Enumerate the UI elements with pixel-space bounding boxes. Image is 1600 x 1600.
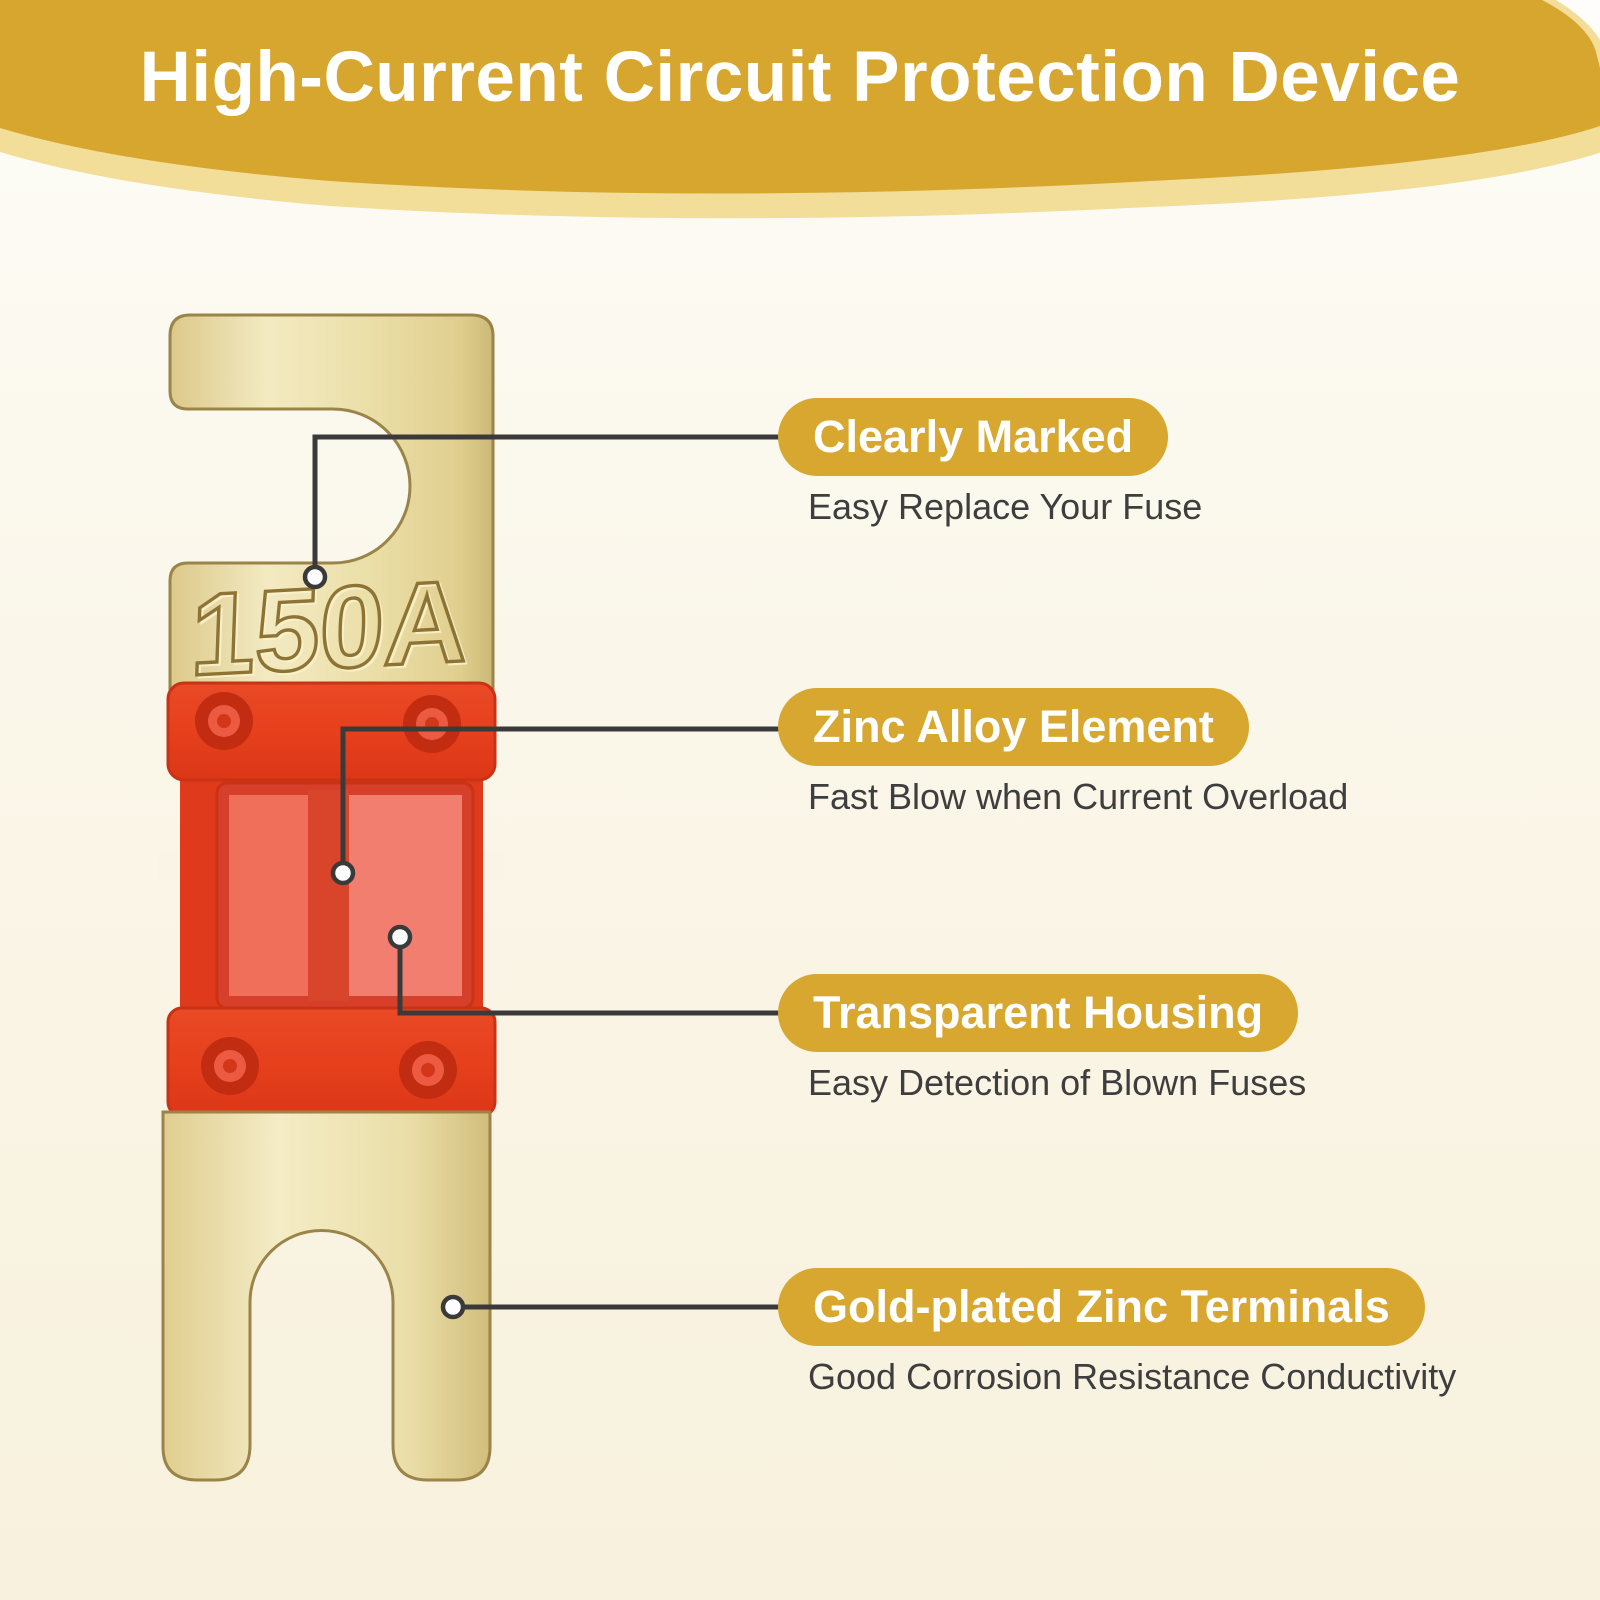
callout-description: Good Corrosion Resistance Conductivity xyxy=(808,1356,1457,1397)
callout-pill: Clearly Marked xyxy=(778,398,1169,476)
housing-left-notch-lower xyxy=(158,936,180,991)
callout-gold-plated-terminals: Gold-plated Zinc Terminals Good Corrosio… xyxy=(778,1268,1456,1399)
callout-transparent-housing: Transparent Housing Easy Detection of Bl… xyxy=(778,974,1306,1105)
fuse-top-terminal xyxy=(168,313,495,702)
callout-clearly-marked: Clearly Marked Easy Replace Your Fuse xyxy=(778,398,1202,529)
connector-transparent-housing xyxy=(397,937,781,1016)
housing-right-notch-lower xyxy=(483,936,505,991)
callout-description: Fast Blow when Current Overload xyxy=(808,776,1349,817)
callout-label: Gold-plated Zinc Terminals xyxy=(813,1281,1390,1332)
callout-pill: Zinc Alloy Element xyxy=(778,688,1249,766)
callout-pill: Gold-plated Zinc Terminals xyxy=(778,1268,1425,1346)
fuse-red-housing xyxy=(158,681,505,1118)
housing-left-notch-upper xyxy=(158,853,180,879)
callout-label: Transparent Housing xyxy=(813,987,1264,1038)
fuse-rating-marking: 150A 150A xyxy=(187,554,474,704)
top-banner xyxy=(0,0,1600,219)
screw-bottom-right xyxy=(399,1041,457,1099)
point-marker-terminal xyxy=(440,1294,466,1320)
callout-zinc-alloy-element: Zinc Alloy Element Fast Blow when Curren… xyxy=(778,688,1348,819)
callout-label: Clearly Marked xyxy=(813,411,1134,462)
page-title: High-Current Circuit Protection Device xyxy=(139,38,1461,117)
screw-top-right xyxy=(403,695,461,753)
rating-text-highlight: 150A xyxy=(191,558,472,703)
callout-description: Easy Detection of Blown Fuses xyxy=(808,1062,1307,1103)
callout-description: Easy Replace Your Fuse xyxy=(808,486,1203,527)
fuse-product-image: 150A 150A xyxy=(158,313,505,1482)
callout-pill: Transparent Housing xyxy=(778,974,1299,1052)
point-marker-element xyxy=(330,860,356,886)
callout-label: Zinc Alloy Element xyxy=(813,701,1214,752)
banner-shape xyxy=(0,0,1600,194)
fuse-bottom-terminal xyxy=(161,1110,492,1482)
connector-point-markers xyxy=(302,564,466,1320)
callout-connectors xyxy=(302,434,781,1320)
screw-top-left xyxy=(195,692,253,750)
housing-right-notch-upper xyxy=(483,853,505,879)
point-marker-housing xyxy=(387,924,413,950)
window-left-pane xyxy=(229,795,308,996)
connector-clearly-marked xyxy=(312,434,781,577)
housing-screws xyxy=(195,692,461,1099)
window-right-pane xyxy=(349,795,462,996)
connector-zinc-alloy-element xyxy=(340,726,781,873)
screw-bottom-left xyxy=(201,1037,259,1095)
point-marker-rating xyxy=(302,564,328,590)
rating-text: 150A xyxy=(189,556,470,701)
